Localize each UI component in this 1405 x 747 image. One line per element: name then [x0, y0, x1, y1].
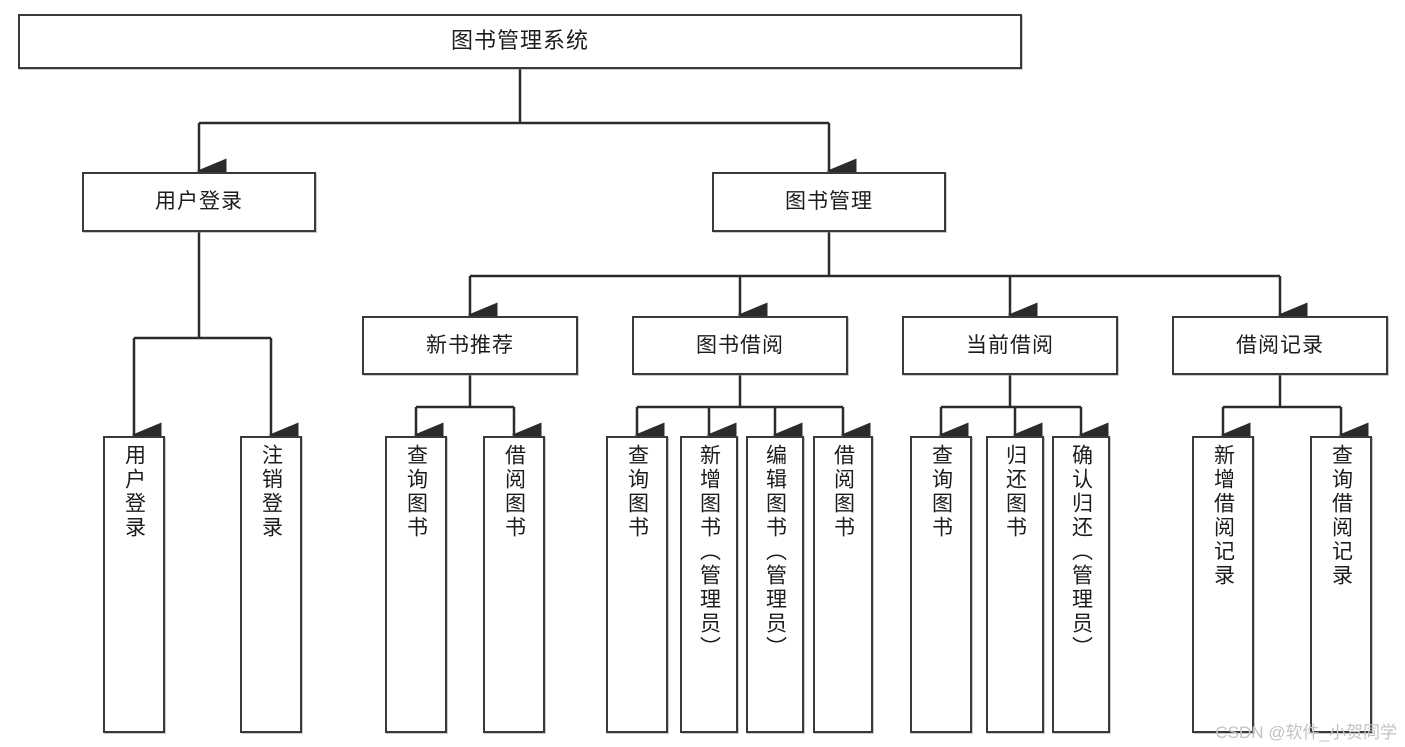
node-leaf-cb-query[interactable]: 查询图书: [910, 436, 972, 733]
edge-connectors: [131, 69, 1369, 448]
node-label: 借阅记录: [1236, 333, 1324, 357]
node-label: 当前借阅: [966, 333, 1054, 357]
node-leaf-br-query[interactable]: 查询借阅记录: [1310, 436, 1372, 733]
node-label: 图书管理: [785, 190, 873, 214]
node-leaf-nb-query[interactable]: 查询图书: [385, 436, 447, 733]
node-user-login[interactable]: 用户登录: [82, 172, 316, 232]
node-label: 查询图书: [625, 444, 649, 540]
node-label: 图书管理系统: [450, 28, 589, 54]
node-current-borrow[interactable]: 当前借阅: [902, 316, 1118, 375]
node-leaf-logout[interactable]: 注销登录: [240, 436, 302, 733]
node-book-borrow[interactable]: 图书借阅: [632, 316, 848, 375]
node-label: 编辑图书（管理员）: [763, 444, 787, 660]
node-leaf-nb-borrow[interactable]: 借阅图书: [483, 436, 545, 733]
node-borrow-record[interactable]: 借阅记录: [1172, 316, 1388, 375]
node-label: 查询借阅记录: [1329, 444, 1353, 588]
node-label: 查询图书: [404, 444, 428, 540]
node-label: 新增借阅记录: [1211, 444, 1235, 588]
node-new-book-rec[interactable]: 新书推荐: [362, 316, 578, 375]
node-label: 用户登录: [155, 190, 243, 214]
node-leaf-user-login[interactable]: 用户登录: [103, 436, 165, 733]
node-leaf-cb-confirm[interactable]: 确认归还（管理员）: [1052, 436, 1110, 733]
node-leaf-bb-borrow[interactable]: 借阅图书: [813, 436, 873, 733]
watermark-credit: CSDN @软件_小贺同学: [1215, 723, 1397, 742]
node-leaf-br-add[interactable]: 新增借阅记录: [1192, 436, 1254, 733]
node-label: 查询图书: [929, 444, 953, 540]
node-label: 借阅图书: [831, 444, 855, 540]
node-leaf-bb-query[interactable]: 查询图书: [606, 436, 668, 733]
node-book-manage[interactable]: 图书管理: [712, 172, 946, 232]
node-leaf-bb-add[interactable]: 新增图书（管理员）: [680, 436, 738, 733]
node-label: 新增图书（管理员）: [697, 444, 721, 660]
node-leaf-bb-edit[interactable]: 编辑图书（管理员）: [746, 436, 804, 733]
node-root[interactable]: 图书管理系统: [18, 14, 1022, 69]
node-label: 用户登录: [122, 444, 146, 540]
node-label: 注销登录: [259, 444, 283, 540]
node-leaf-cb-return[interactable]: 归还图书: [986, 436, 1044, 733]
node-label: 新书推荐: [426, 333, 514, 357]
node-label: 归还图书: [1003, 444, 1027, 540]
node-label: 确认归还（管理员）: [1069, 444, 1093, 660]
node-label: 图书借阅: [696, 333, 784, 357]
node-label: 借阅图书: [502, 444, 526, 540]
